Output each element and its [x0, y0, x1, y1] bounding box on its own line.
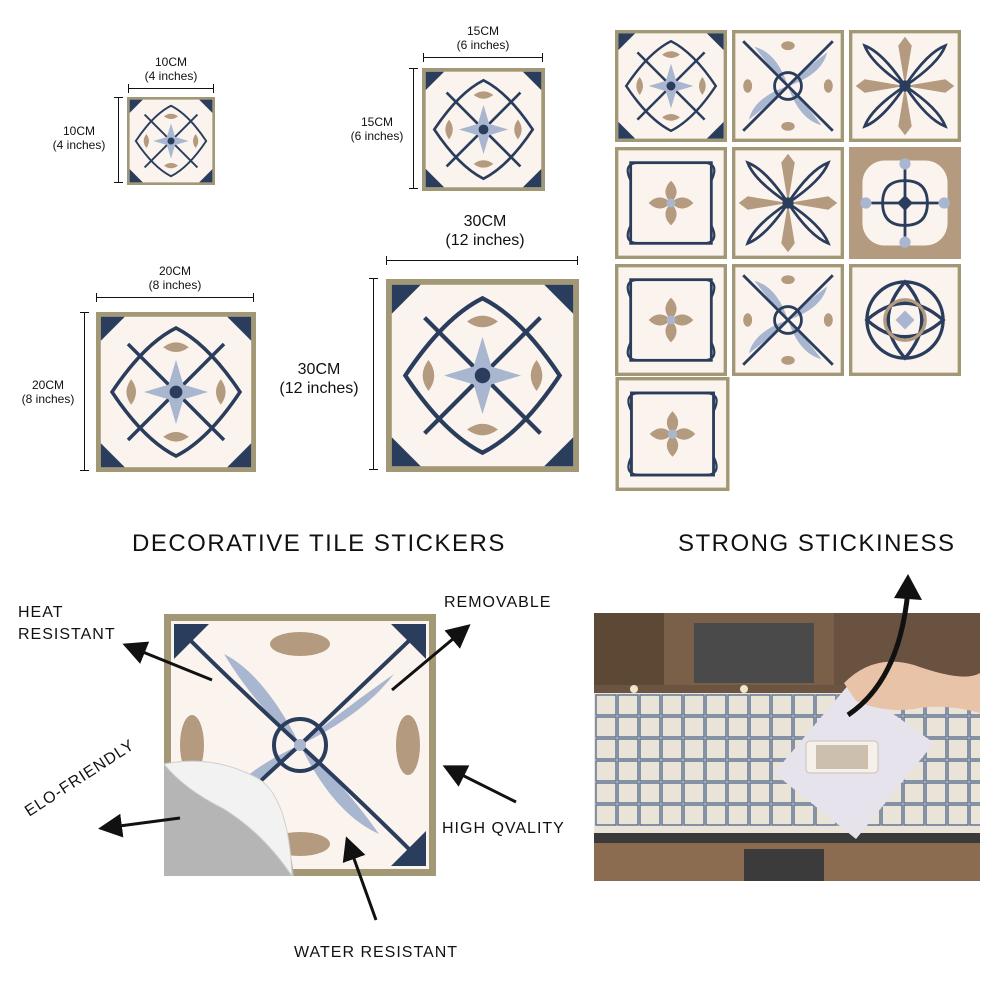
height-cm-20: 20CM: [31, 378, 64, 392]
arrow-removable: [391, 624, 471, 692]
height-inches-4: (4 inches): [52, 138, 106, 152]
width-inches-4: (4 inches): [144, 69, 198, 83]
width-dimension-line-30cm: [386, 256, 578, 265]
height-cm-15: 15CM: [360, 115, 393, 129]
width-inches-6: (6 inches): [456, 38, 510, 52]
height-label-15cm: 15CM (6 inches): [336, 115, 418, 143]
feature-tile-illustration: [164, 614, 436, 876]
height-dimension-line-15cm: [409, 68, 418, 189]
pattern-tile-5: [732, 147, 844, 259]
pattern-tile-4: [615, 147, 727, 259]
height-dimension-line-30cm: [369, 278, 378, 470]
pattern-tile-7: [615, 264, 727, 376]
arrow-quality: [442, 765, 517, 804]
pattern-tile-3: [849, 30, 961, 142]
width-dimension-line-10cm: [128, 84, 214, 93]
height-cm-10: 10CM: [62, 124, 95, 138]
feature-heat-resistant: HEAT RESISTANT: [18, 602, 116, 646]
tile-sample-30cm: [386, 279, 579, 472]
width-label-10cm: 10CM (4 inches): [120, 55, 222, 83]
height-inches-6: (6 inches): [350, 129, 404, 143]
width-dimension-line-20cm: [96, 293, 254, 302]
width-inches-12: (12 inches): [445, 232, 525, 249]
pattern-tile-6: [849, 147, 961, 259]
pattern-tile-2: [732, 30, 844, 142]
feature-water-resistant: WATER RESISTANT: [294, 944, 459, 961]
pattern-tile-1: [615, 30, 727, 142]
heading-decorative-tile-stickers: DECORATIVE TILE STICKERS: [132, 530, 506, 557]
width-cm-20: 20CM: [158, 264, 191, 278]
height-inches-12: (12 inches): [279, 380, 359, 397]
tile-sample-10cm: [127, 97, 215, 185]
arrow-water: [342, 836, 378, 921]
feature-arrows: [98, 624, 517, 921]
height-dimension-line-10cm: [114, 97, 123, 183]
pattern-tile-9: [849, 264, 961, 376]
pattern-tile-10: [615, 377, 730, 491]
heat-line: HEAT: [18, 604, 64, 621]
heading-strong-stickiness: STRONG STICKINESS: [678, 530, 956, 557]
width-cm-15: 15CM: [466, 24, 499, 38]
height-label-10cm: 10CM (4 inches): [40, 124, 118, 152]
arrow-eco: [98, 813, 181, 838]
pattern-tile-8: [732, 264, 844, 376]
height-inches-8: (8 inches): [21, 392, 75, 406]
width-label-15cm: 15CM (6 inches): [430, 24, 536, 52]
width-dimension-line-15cm: [423, 53, 543, 62]
height-dimension-line-20cm: [80, 312, 89, 471]
height-cm-30: 30CM: [297, 361, 341, 378]
feature-high-quality: HIGH QVALITY: [442, 820, 565, 837]
width-label-20cm: 20CM (8 inches): [120, 264, 230, 292]
tile-sample-15cm: [422, 68, 545, 191]
height-label-30cm: 30CM (12 inches): [266, 360, 372, 398]
tile-sample-20cm: [96, 312, 256, 472]
arrow-heat: [122, 641, 213, 682]
stickiness-arrow: [846, 574, 922, 718]
resistant-line: RESISTANT: [18, 626, 116, 643]
feature-removable: REMOVABLE: [444, 594, 552, 611]
height-label-20cm: 20CM (8 inches): [8, 378, 88, 406]
width-label-30cm: 30CM (12 inches): [420, 212, 550, 250]
width-cm-30: 30CM: [463, 213, 507, 230]
width-cm-10: 10CM: [154, 55, 187, 69]
width-inches-8: (8 inches): [148, 278, 202, 292]
kitchen-photo: [594, 613, 980, 881]
